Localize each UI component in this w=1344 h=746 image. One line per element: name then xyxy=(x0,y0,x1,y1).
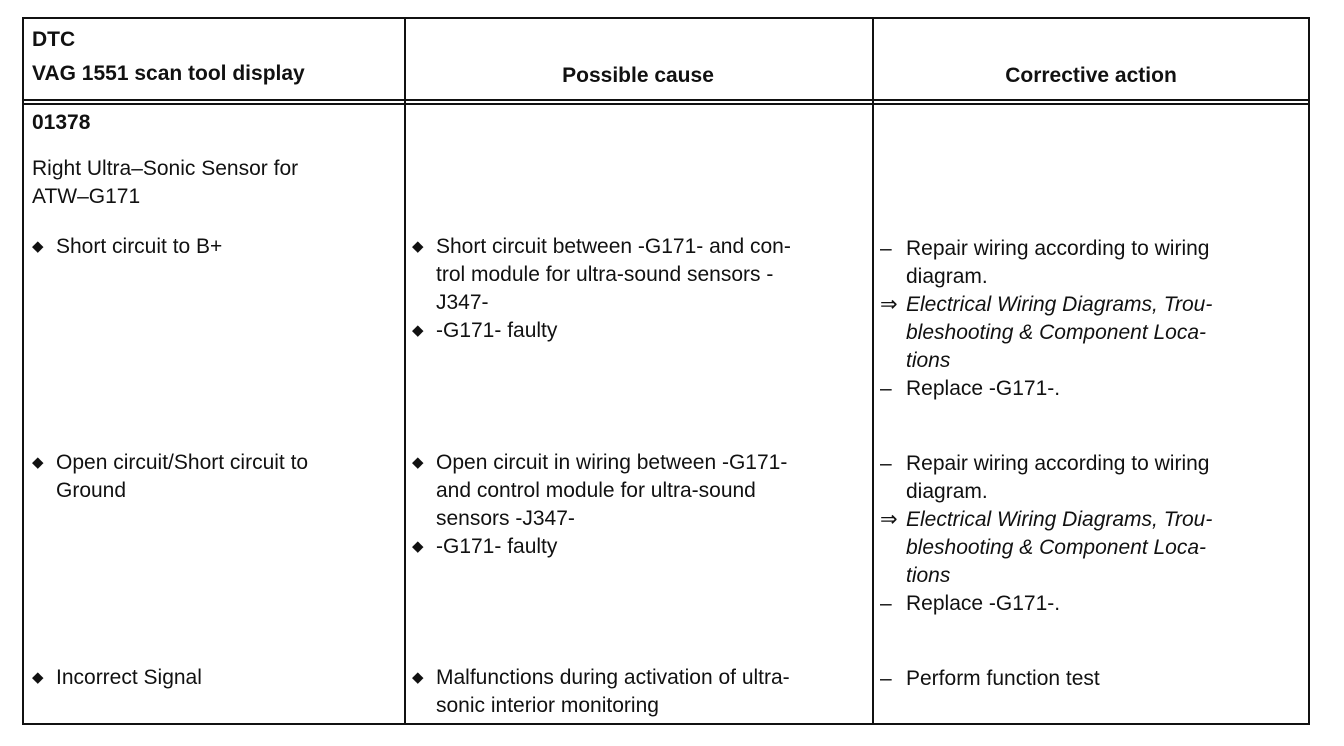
action-line: Repair wiring according to wiring xyxy=(906,452,1210,475)
dtc-table: DTC VAG 1551 scan tool display Possible … xyxy=(22,17,1310,725)
display-text: Ground xyxy=(56,479,127,502)
header-dtc: DTC VAG 1551 scan tool display xyxy=(32,23,305,91)
display-item: ◆ Short circuit to B+ xyxy=(32,233,222,261)
bullet-icon: ◆ xyxy=(412,238,424,255)
header-divider xyxy=(24,103,1308,105)
bullet-icon: ◆ xyxy=(412,322,424,339)
action-step: – Replace -G171-. xyxy=(880,375,1060,403)
dash-icon: – xyxy=(880,667,892,690)
header-possible-cause: Possible cause xyxy=(562,64,714,87)
dash-icon: – xyxy=(880,237,892,260)
action-step: – Repair wiring according to wiring diag… xyxy=(880,235,1209,291)
bullet-icon: ◆ xyxy=(412,538,424,555)
dash-icon: – xyxy=(880,377,892,400)
reference-line: tions xyxy=(906,564,951,587)
reference-line: bleshooting & Component Loca- xyxy=(906,536,1207,559)
action-reference: ⇒ Electrical Wiring Diagrams, Trou- bles… xyxy=(880,506,1212,590)
display-text: Open circuit/Short circuit to xyxy=(56,451,309,474)
reference-line: bleshooting & Component Loca- xyxy=(906,321,1207,344)
dash-icon: – xyxy=(880,452,892,475)
display-text: Incorrect Signal xyxy=(56,666,202,689)
cause-item: ◆ Short circuit between -G171- and con- … xyxy=(412,233,791,317)
cause-line: Short circuit between -G171- and con- xyxy=(436,235,791,258)
cause-line: -G171- faulty xyxy=(436,319,558,342)
action-line: Replace -G171-. xyxy=(906,377,1061,400)
dtc-code: 01378 xyxy=(32,111,91,134)
cause-line: and control module for ultra-sound xyxy=(436,479,756,502)
cause-line: J347- xyxy=(436,291,489,314)
bullet-icon: ◆ xyxy=(32,454,44,471)
action-line: Repair wiring according to wiring xyxy=(906,237,1210,260)
dtc-description: Right Ultra–Sonic Sensor for ATW–G171 xyxy=(32,155,298,211)
dash-icon: – xyxy=(880,592,892,615)
action-step: – Perform function test xyxy=(880,665,1100,693)
action-line: diagram. xyxy=(906,480,988,503)
bullet-icon: ◆ xyxy=(32,669,44,686)
cause-line: trol module for ultra-sound sensors - xyxy=(436,263,774,286)
cause-line: -G171- faulty xyxy=(436,535,558,558)
dtc-description-line: ATW–G171 xyxy=(32,185,141,208)
display-text: Short circuit to B+ xyxy=(56,235,223,258)
reference-line: Electrical Wiring Diagrams, Trou- xyxy=(906,293,1213,316)
bullet-icon: ◆ xyxy=(412,669,424,686)
cause-line: sonic interior monitoring xyxy=(436,694,659,717)
display-item: ◆ Open circuit/Short circuit to Ground xyxy=(32,449,308,505)
action-step: – Repair wiring according to wiring diag… xyxy=(880,450,1209,506)
arrow-right-icon: ⇒ xyxy=(880,508,898,531)
header-dtc-line2: VAG 1551 scan tool display xyxy=(32,62,305,85)
cause-item: ◆ -G171- faulty xyxy=(412,317,557,345)
cause-line: Open circuit in wiring between -G171- xyxy=(436,451,788,474)
dtc-description-line: Right Ultra–Sonic Sensor for xyxy=(32,157,299,180)
header-corrective-action: Corrective action xyxy=(1005,64,1177,87)
action-reference: ⇒ Electrical Wiring Diagrams, Trou- bles… xyxy=(880,291,1212,375)
action-line: Replace -G171-. xyxy=(906,592,1061,615)
cause-item: ◆ -G171- faulty xyxy=(412,533,557,561)
display-item: ◆ Incorrect Signal xyxy=(32,664,202,692)
arrow-right-icon: ⇒ xyxy=(880,293,898,316)
cause-line: Malfunctions during activation of ultra- xyxy=(436,666,790,689)
bullet-icon: ◆ xyxy=(32,238,44,255)
column-divider xyxy=(404,19,406,723)
cause-item: ◆ Malfunctions during activation of ultr… xyxy=(412,664,790,720)
action-step: – Replace -G171-. xyxy=(880,590,1060,618)
action-line: diagram. xyxy=(906,265,988,288)
cause-item: ◆ Open circuit in wiring between -G171- … xyxy=(412,449,787,533)
reference-line: Electrical Wiring Diagrams, Trou- xyxy=(906,508,1213,531)
column-divider xyxy=(872,19,874,723)
action-line: Perform function test xyxy=(906,667,1100,690)
header-divider xyxy=(24,99,1308,101)
header-dtc-line1: DTC xyxy=(32,28,76,51)
cause-line: sensors -J347- xyxy=(436,507,575,530)
reference-line: tions xyxy=(906,349,951,372)
bullet-icon: ◆ xyxy=(412,454,424,471)
